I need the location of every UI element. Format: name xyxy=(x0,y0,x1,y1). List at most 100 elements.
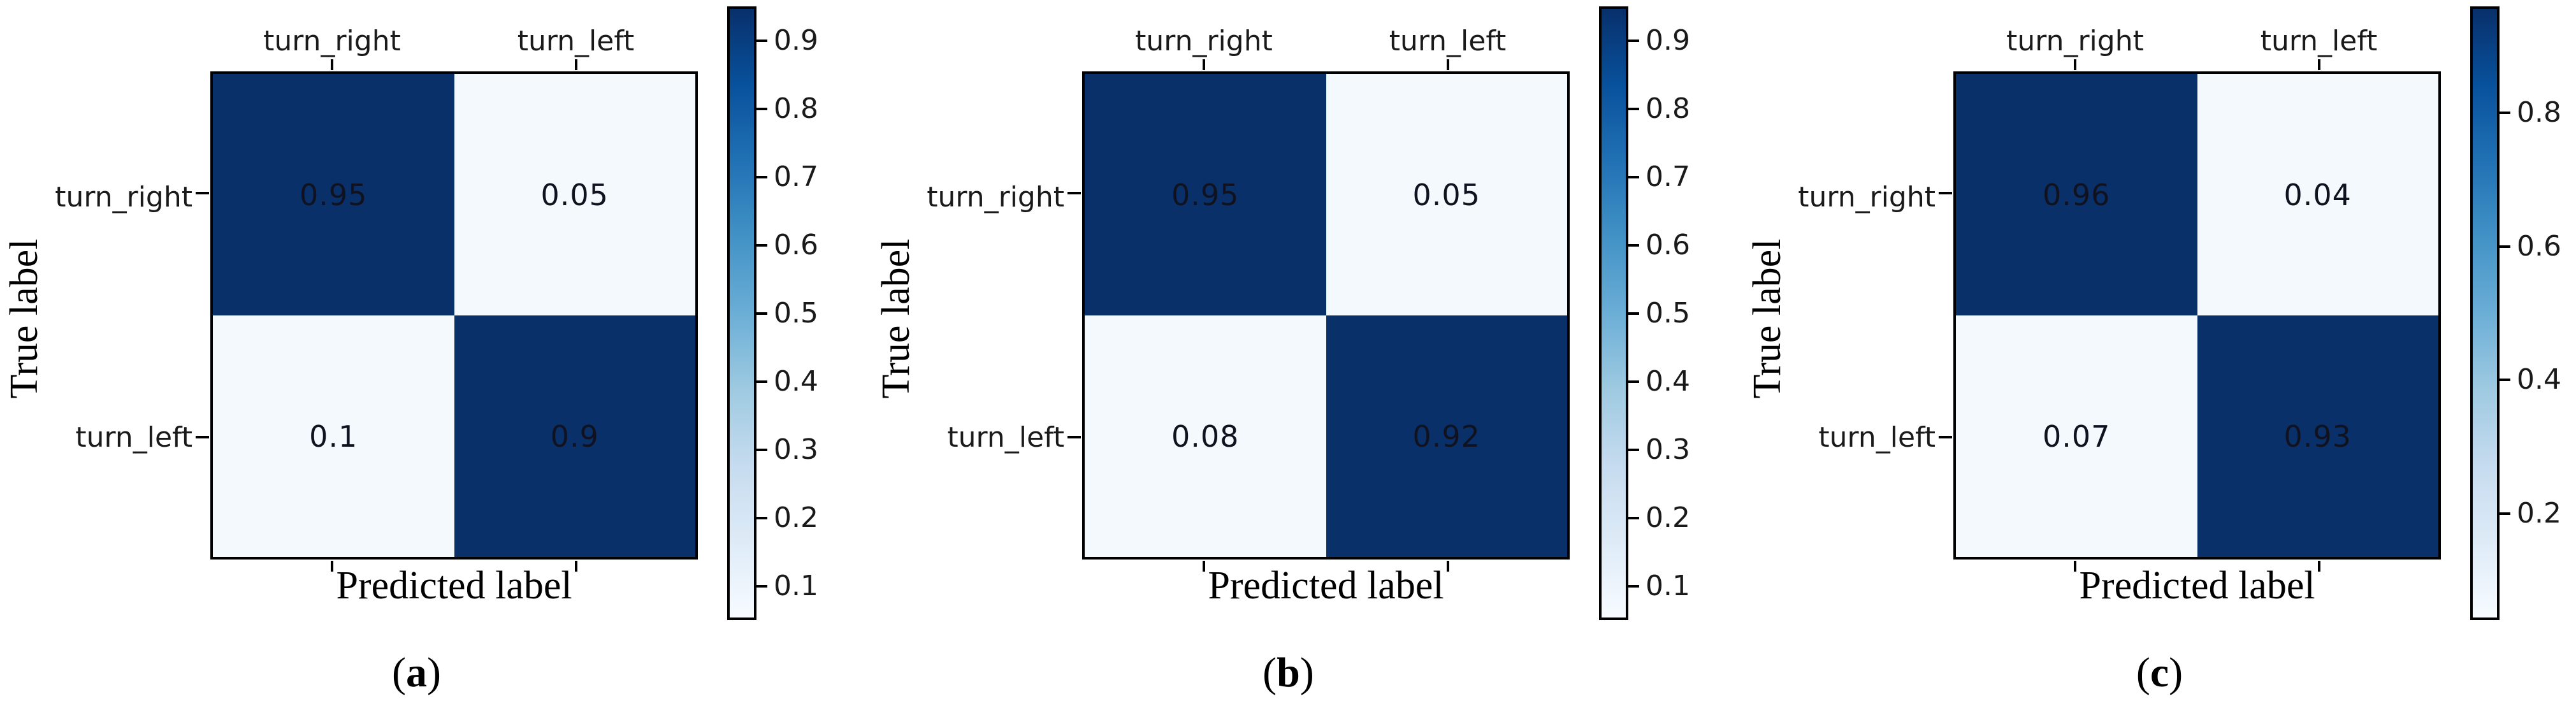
x-tick-label-turn-right: turn_right xyxy=(263,25,401,57)
matrix-cell: 0.9 xyxy=(454,315,695,557)
colorbar-tick-mark xyxy=(756,175,767,178)
colorbar-tick-mark xyxy=(1628,175,1639,178)
panel-caption: (c) xyxy=(2136,649,2183,696)
matrix-cell: 0.05 xyxy=(454,74,695,315)
colorbar xyxy=(2470,6,2500,620)
axis-tick-mark xyxy=(1447,59,1449,70)
colorbar-tick-label: 0.2 xyxy=(2517,496,2561,530)
colorbar-tick-mark xyxy=(756,380,767,383)
axis-tick-mark xyxy=(575,59,577,70)
axis-tick-mark xyxy=(2074,59,2076,70)
colorbar-tick-mark xyxy=(1628,516,1639,519)
y-tick-label-turn-right: turn_right xyxy=(55,181,192,213)
axis-tick-mark xyxy=(196,436,209,438)
colorbar-tick-mark xyxy=(756,39,767,42)
panel-caption: (b) xyxy=(1263,649,1314,696)
y-tick-label-turn-right: turn_right xyxy=(927,181,1064,213)
colorbar-tick-label: 0.8 xyxy=(2517,96,2561,129)
colorbar-tick-mark xyxy=(756,516,767,519)
colorbar-tick-mark xyxy=(1628,448,1639,451)
colorbar xyxy=(727,6,756,620)
colorbar-tick-mark xyxy=(2500,112,2510,115)
x-tick-label-turn-right: turn_right xyxy=(2006,25,2144,57)
colorbar-tick-mark xyxy=(1628,107,1639,110)
colorbar-tick-label: 0.1 xyxy=(1646,569,1690,602)
matrix-cell: 0.95 xyxy=(213,74,454,315)
x-tick-label-turn-left: turn_left xyxy=(2260,25,2378,57)
colorbar-tick-mark xyxy=(1628,243,1639,247)
y-tick-label-turn-left: turn_left xyxy=(75,421,192,454)
axis-tick-mark xyxy=(1067,436,1081,438)
y-tick-label-turn-left: turn_left xyxy=(1818,421,1936,454)
x-axis-title: Predicted label xyxy=(2079,564,2315,607)
colorbar-tick-label: 0.6 xyxy=(2517,229,2561,263)
x-tick-label-turn-left: turn_left xyxy=(517,25,635,57)
colorbar-tick-mark xyxy=(1628,312,1639,315)
axis-tick-mark xyxy=(2318,561,2320,572)
axis-tick-mark xyxy=(331,561,333,572)
colorbar-tick-mark xyxy=(1628,380,1639,383)
confusion-matrix-panel-a: True label turn_right turn_left turn_rig… xyxy=(0,0,833,715)
colorbar-tick-mark xyxy=(756,243,767,247)
colorbar-tick-mark xyxy=(1628,39,1639,42)
colorbar-tick-label: 0.3 xyxy=(1646,433,1690,466)
axis-tick-mark xyxy=(1939,192,1952,194)
colorbar-tick-mark xyxy=(2500,379,2510,382)
colorbar-tick-label: 0.6 xyxy=(1646,228,1690,261)
axis-tick-mark xyxy=(1203,561,1205,572)
axis-tick-mark xyxy=(2318,59,2320,70)
colorbar-tick-label: 0.2 xyxy=(1646,501,1690,534)
colorbar-tick-mark xyxy=(756,448,767,451)
matrix-cell: 0.05 xyxy=(1326,74,1567,315)
axis-tick-mark xyxy=(1939,436,1952,438)
colorbar-tick-label: 0.4 xyxy=(1646,365,1690,398)
matrix-cell: 0.08 xyxy=(1085,315,1326,557)
panel-caption: (a) xyxy=(392,649,441,696)
colorbar-tick-mark xyxy=(1628,584,1639,588)
axis-tick-mark xyxy=(196,192,209,194)
confusion-matrix-grid: 0.95 0.05 0.08 0.92 xyxy=(1082,71,1570,560)
axis-tick-mark xyxy=(1067,192,1081,194)
colorbar-tick-mark xyxy=(2500,245,2510,248)
colorbar-tick-mark xyxy=(2500,512,2510,515)
x-axis-title: Predicted label xyxy=(1208,564,1444,607)
matrix-cell: 0.96 xyxy=(1956,74,2197,315)
confusion-matrix-grid: 0.96 0.04 0.07 0.93 xyxy=(1953,71,2441,560)
colorbar-tick-label: 0.4 xyxy=(774,365,818,398)
colorbar-tick-label: 0.5 xyxy=(1646,296,1690,329)
y-tick-label-turn-right: turn_right xyxy=(1798,181,1936,213)
matrix-cell: 0.92 xyxy=(1326,315,1567,557)
confusion-matrix-panel-b: True label turn_right turn_left turn_rig… xyxy=(872,0,1705,715)
colorbar-tick-label: 0.1 xyxy=(774,569,818,602)
colorbar-tick-label: 0.7 xyxy=(774,160,818,193)
colorbar xyxy=(1599,6,1628,620)
axis-tick-mark xyxy=(575,561,577,572)
matrix-cell: 0.07 xyxy=(1956,315,2197,557)
matrix-cell: 0.93 xyxy=(2197,315,2438,557)
axis-tick-mark xyxy=(1203,59,1205,70)
colorbar-tick-mark xyxy=(756,107,767,110)
colorbar-tick-label: 0.8 xyxy=(1646,92,1690,125)
colorbar-tick-label: 0.2 xyxy=(774,501,818,534)
confusion-matrix-panel-c: True label turn_right turn_left turn_rig… xyxy=(1743,0,2576,715)
colorbar-tick-label: 0.7 xyxy=(1646,160,1690,193)
matrix-cell: 0.04 xyxy=(2197,74,2438,315)
confusion-matrix-grid: 0.95 0.05 0.1 0.9 xyxy=(210,71,698,560)
colorbar-tick-label: 0.4 xyxy=(2517,363,2561,396)
x-tick-label-turn-right: turn_right xyxy=(1135,25,1273,57)
matrix-cell: 0.95 xyxy=(1085,74,1326,315)
colorbar-tick-label: 0.9 xyxy=(774,24,818,57)
colorbar-tick-label: 0.5 xyxy=(774,296,818,329)
colorbar-tick-mark xyxy=(756,584,767,588)
y-tick-label-turn-left: turn_left xyxy=(947,421,1064,454)
axis-tick-mark xyxy=(2074,561,2076,572)
axis-tick-mark xyxy=(331,59,333,70)
colorbar-tick-label: 0.8 xyxy=(774,92,818,125)
colorbar-tick-mark xyxy=(756,312,767,315)
matrix-cell: 0.1 xyxy=(213,315,454,557)
x-tick-label-turn-left: turn_left xyxy=(1389,25,1507,57)
x-axis-title: Predicted label xyxy=(336,564,572,607)
colorbar-tick-label: 0.9 xyxy=(1646,24,1690,57)
colorbar-tick-label: 0.6 xyxy=(774,228,818,261)
axis-tick-mark xyxy=(1447,561,1449,572)
